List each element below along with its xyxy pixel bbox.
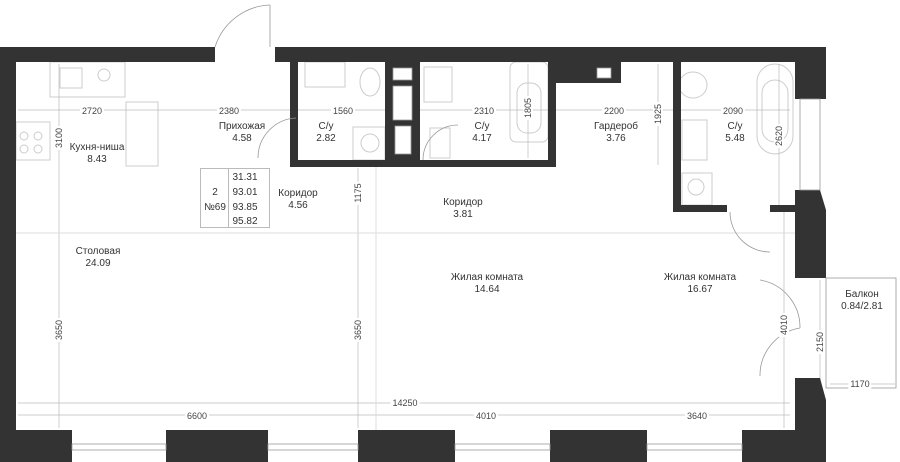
dimension-label: 6600	[184, 411, 210, 421]
dimension-label: 1925	[653, 101, 663, 127]
room-label-hallway: Прихожая	[218, 121, 266, 132]
window	[454, 443, 551, 451]
dimension-lines	[18, 64, 895, 428]
room-label-kitchen: Кухня-ниша	[69, 142, 125, 153]
room-label-balcony: Балкон	[845, 289, 879, 300]
room-label-dining: Столовая	[75, 246, 121, 257]
dimension-label: 2310	[471, 106, 497, 116]
room-area-dining: 24.09	[85, 258, 111, 269]
entrance-door	[214, 4, 271, 48]
cooktop-icon	[97, 68, 111, 82]
kitchen-cabinet	[125, 101, 159, 167]
room-area-corridor-1: 4.56	[288, 200, 308, 211]
room-area-corridor-2: 3.81	[453, 209, 473, 220]
partition-lines	[16, 167, 795, 430]
dimension-label: 1170	[848, 379, 872, 389]
info-left-column: 2 №69	[201, 169, 229, 227]
window	[267, 443, 359, 451]
bathtub-icon	[756, 63, 794, 155]
sink-icon	[681, 119, 708, 161]
room-label-bathroom-2: С/у	[474, 121, 490, 132]
sink-icon	[423, 66, 453, 103]
dimension-label: 3650	[353, 317, 363, 343]
window	[646, 443, 743, 451]
room-label-bathroom-3: С/у	[727, 121, 743, 132]
dimension-label: 3100	[54, 125, 64, 151]
room-label-corridor-2: Коридор	[443, 197, 483, 208]
dimension-label: 4010	[473, 411, 499, 421]
dimension-label: 2150	[815, 329, 825, 355]
area-value: 93.01	[232, 187, 258, 198]
kitchen-sink-icon	[59, 67, 83, 89]
openings	[71, 67, 897, 451]
door	[257, 117, 297, 159]
toilet-icon	[429, 127, 451, 159]
toilet-icon	[359, 67, 381, 97]
dimension-label: 2620	[774, 123, 784, 149]
room-area-living-2: 16.67	[687, 284, 713, 295]
balcony-door	[759, 279, 801, 329]
washer-icon	[352, 126, 386, 161]
door	[729, 211, 771, 253]
dimension-label: 4010	[779, 312, 789, 338]
room-label-wardrobe: Гардероб	[594, 121, 638, 132]
stove-icon	[15, 121, 51, 161]
window	[799, 98, 821, 191]
door	[422, 124, 459, 161]
room-area-bathroom-1: 2.82	[316, 133, 336, 144]
room-area-wardrobe: 3.76	[606, 133, 626, 144]
walls	[0, 47, 826, 462]
room-label-living-1: Жилая комната	[450, 272, 524, 283]
dimension-label: 2380	[216, 106, 242, 116]
dimension-label: 1560	[330, 106, 356, 116]
kitchen-counter	[49, 61, 126, 98]
room-area-bathroom-2: 4.17	[472, 133, 492, 144]
window	[71, 443, 167, 451]
room-area-balcony: 0.84/2.81	[841, 301, 883, 312]
room-area-bathroom-3: 5.48	[725, 133, 745, 144]
door-swings	[214, 4, 801, 377]
rooms-count: 2	[212, 187, 218, 198]
apartment-info-table: 2 №69 31.31 93.01 93.85 95.82	[200, 168, 270, 228]
toilet-icon	[678, 71, 708, 99]
washer-icon	[681, 172, 713, 206]
area-value: 93.85	[232, 202, 258, 213]
dimension-label: 1805	[523, 95, 533, 121]
dimension-label: 2720	[79, 106, 105, 116]
room-label-bathroom-1: С/у	[318, 121, 334, 132]
room-area-kitchen: 8.43	[87, 154, 107, 165]
dimension-label: 3640	[684, 411, 710, 421]
dimension-label: 14250	[390, 398, 420, 408]
sink-icon	[304, 61, 346, 88]
room-area-living-1: 14.64	[474, 284, 500, 295]
dimension-label: 2200	[601, 106, 627, 116]
room-label-living-2: Жилая комната	[663, 272, 737, 283]
dimension-label: 2090	[720, 106, 746, 116]
dimension-label: 1175	[353, 181, 363, 205]
room-area-hallway: 4.58	[232, 133, 252, 144]
apartment-number: №69	[204, 202, 226, 213]
area-value: 31.31	[232, 172, 258, 183]
dimension-label: 3650	[54, 317, 64, 343]
room-label-corridor-1: Коридор	[278, 188, 318, 199]
area-value: 95.82	[232, 216, 258, 227]
